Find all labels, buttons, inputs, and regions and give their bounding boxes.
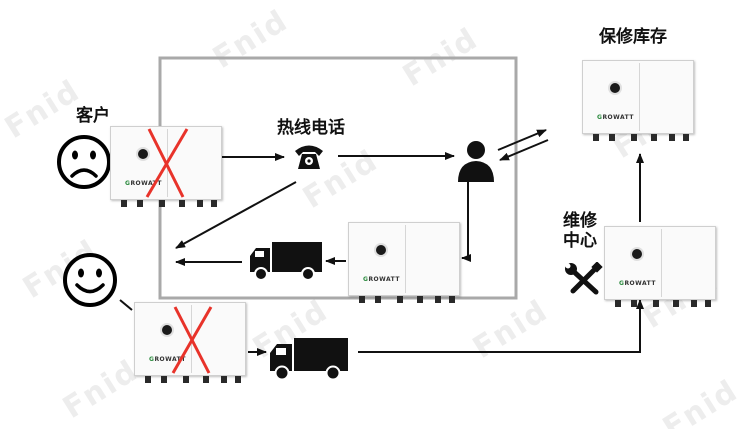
brand-label: ROWATT [368, 276, 401, 283]
arrow-hotline-to-customer [175, 181, 297, 249]
brand-label: ROWATT [130, 180, 163, 187]
display-icon [610, 83, 620, 93]
returned-inverter-faulty: GROWATT [134, 302, 246, 383]
brand-label: ROWATT [602, 114, 635, 121]
fault-cross-icon [171, 306, 213, 374]
arrow-customer-to-faulty-unit [119, 299, 133, 311]
agent-icon [458, 141, 494, 182]
telephone-icon [295, 145, 323, 169]
tools-icon [565, 262, 603, 295]
arrow-agent-to-replacement [461, 182, 471, 262]
display-icon [162, 325, 172, 335]
customer-label: 客户 [76, 106, 110, 126]
display-icon [632, 249, 642, 259]
repair-center-label-line1: 维修 [563, 211, 597, 231]
fault-cross-icon [145, 128, 189, 198]
replacement-inverter: GROWATT [348, 222, 460, 303]
brand-label: ROWATT [154, 356, 187, 363]
customer-inverter-faulty: GROWATT [110, 126, 222, 207]
display-icon [138, 149, 148, 159]
display-icon [376, 245, 386, 255]
happy-face-icon [63, 253, 117, 307]
truck-icon [270, 338, 348, 381]
brand-label: ROWATT [624, 280, 657, 287]
warehouse-label: 保修库存 [599, 27, 667, 47]
arrow-agent-to-warehouse [497, 129, 547, 151]
truck-icon [250, 242, 322, 281]
repair-center-label-line2: 中心 [563, 231, 597, 251]
sad-face-icon [57, 135, 111, 189]
hotline-label: 热线电话 [277, 118, 345, 138]
arrow-truck-to-repair-center [358, 299, 644, 353]
warehouse-inverter: GROWATT [582, 60, 694, 141]
repair-center-inverter: GROWATT [604, 226, 716, 307]
arrow-warehouse-to-agent [499, 139, 549, 161]
